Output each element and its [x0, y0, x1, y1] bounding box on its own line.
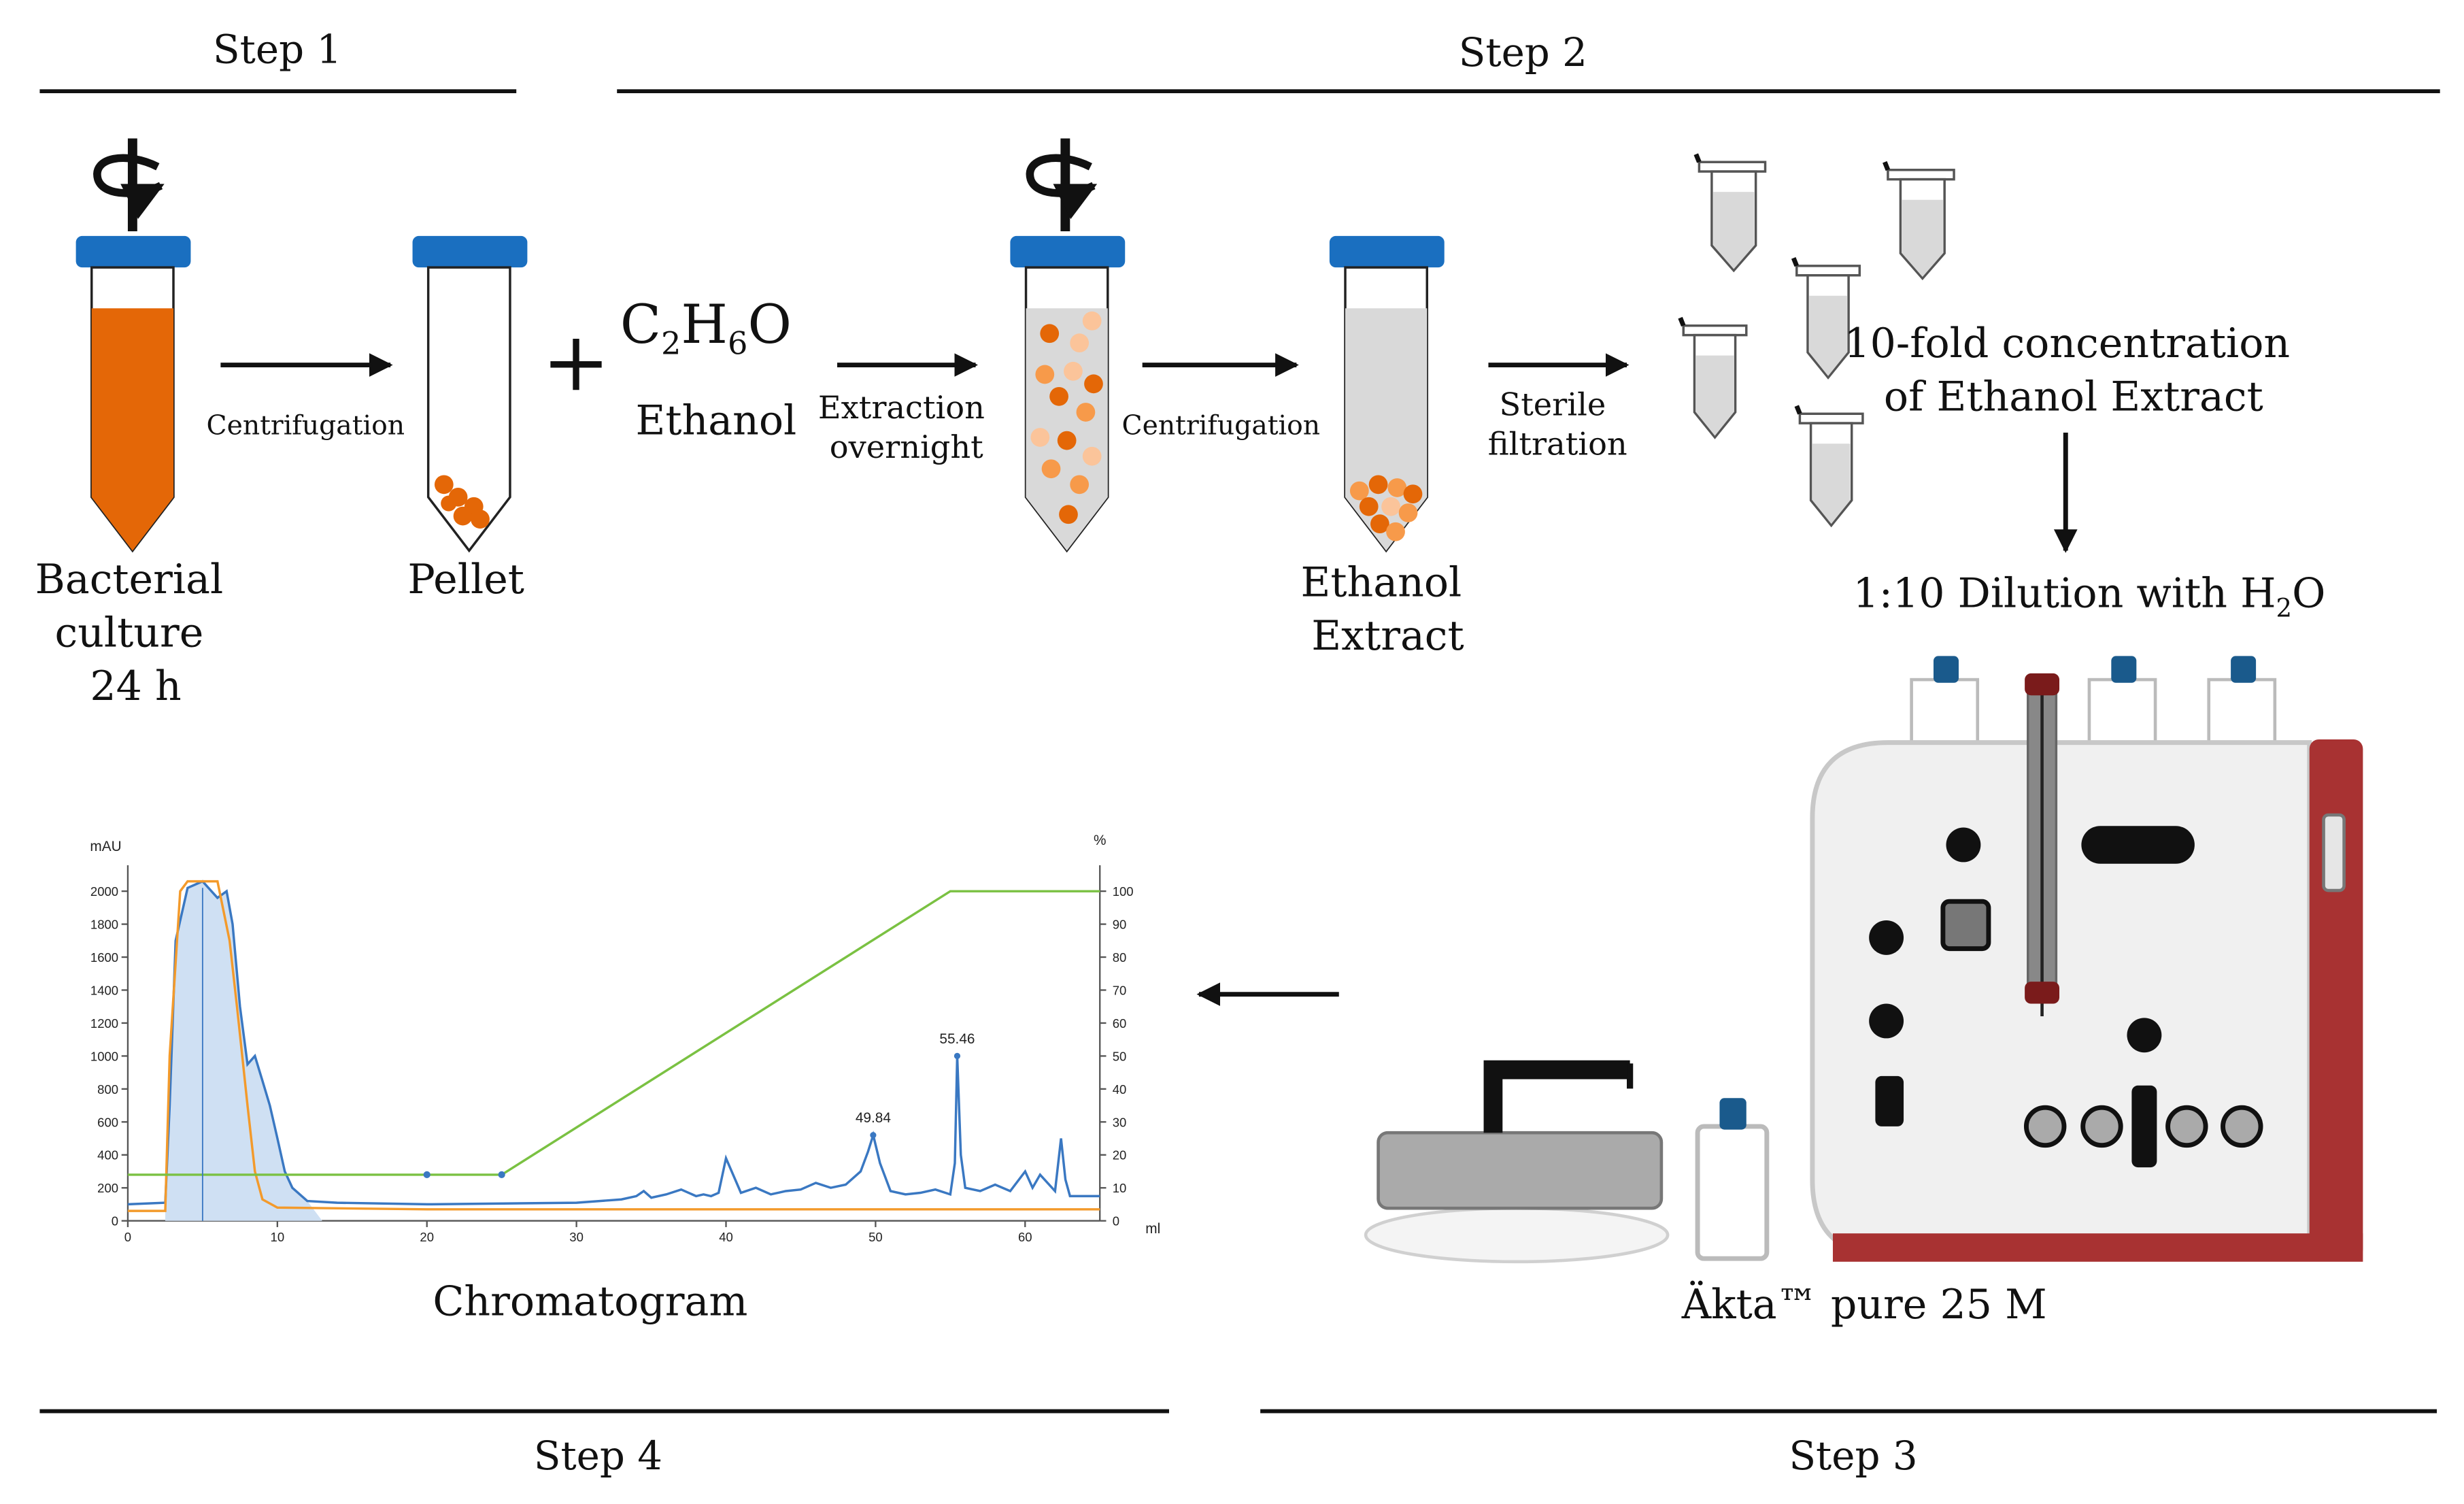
- ethanol-extract-tube: [1329, 235, 1445, 553]
- y-left-tick-label: 1200: [90, 1016, 118, 1031]
- plus-sign: +: [542, 315, 611, 410]
- gradient-marker: [498, 1171, 505, 1178]
- akta-instrument: [1810, 656, 2363, 1262]
- tube-cap: [1010, 235, 1126, 268]
- tube-cap: [1329, 235, 1445, 268]
- tube-cap: [412, 235, 528, 268]
- step1-label: Step 1: [213, 27, 341, 73]
- series-line-orange: [127, 880, 1100, 1212]
- y-right-tick-label: 50: [1113, 1049, 1127, 1063]
- x-tick-label: 40: [719, 1230, 733, 1244]
- akta-label: Äkta™ pure 25 M: [1681, 1281, 2047, 1328]
- y-right-tick-label: 80: [1113, 950, 1127, 965]
- y-right-tick-label: 30: [1113, 1115, 1127, 1129]
- y-left-tick-label: 1800: [90, 918, 118, 932]
- x-tick-label: 30: [569, 1230, 584, 1244]
- y-left-tick-label: 200: [97, 1181, 118, 1195]
- x-tick-label: 60: [1018, 1230, 1032, 1244]
- series-line-green: [127, 890, 1100, 1176]
- y-left-tick-label: 400: [97, 1148, 118, 1163]
- pellet-particles: [1349, 475, 1423, 541]
- y-right-axis-label: %: [1094, 833, 1107, 848]
- pellet-dots: [434, 475, 490, 529]
- peak-label: 55.46: [939, 1031, 975, 1047]
- y-left-axis-label: mAU: [90, 839, 121, 854]
- y-left-tick-label: 1400: [90, 983, 118, 997]
- peak-marker: [870, 1132, 877, 1139]
- fraction-collector: [1364, 1060, 1670, 1264]
- main-peak-fill: [165, 881, 322, 1221]
- small-tube-5: [1794, 405, 1864, 528]
- y-right-tick-label: 0: [1113, 1214, 1119, 1229]
- peak-marker: [953, 1052, 961, 1060]
- dilution-label: 1:10 Dilution with H2O: [1853, 570, 2325, 623]
- gradient-marker: [423, 1171, 431, 1178]
- y-left-tick-label: 800: [97, 1082, 118, 1097]
- ethanol-formula: C2H6O: [620, 293, 792, 361]
- tube-cap: [75, 235, 191, 268]
- concentration-label: 10-fold concentration of Ethanol Extract: [1844, 320, 2303, 421]
- small-tube-3: [1791, 257, 1861, 380]
- extraction-tube: [1010, 235, 1126, 553]
- x-tick-label: 50: [868, 1230, 883, 1244]
- small-tube-2: [1883, 161, 1955, 280]
- peak-label: 49.84: [856, 1110, 891, 1126]
- instrument-base: [1832, 1233, 2363, 1262]
- y-right-tick-label: 60: [1113, 1016, 1127, 1031]
- bacterial-culture-label: Bacterial culture 24 h: [35, 556, 237, 710]
- y-left-tick-label: 0: [112, 1214, 118, 1229]
- pellet-tube: [412, 235, 528, 553]
- ethanol-extract-label: Ethanol Extract: [1301, 559, 1475, 661]
- y-left-tick-label: 1000: [90, 1049, 118, 1063]
- extraction-label: Extraction overnight: [818, 389, 995, 465]
- series-line-blue: [127, 880, 1100, 1206]
- sample-bottle: [1695, 1098, 1770, 1261]
- y-left-tick-label: 2000: [90, 884, 118, 899]
- column: [2025, 673, 2060, 1017]
- x-axis-unit-label: ml: [1145, 1221, 1160, 1237]
- y-left-tick-label: 600: [97, 1115, 118, 1129]
- pellet-label: Pellet: [407, 556, 524, 603]
- x-tick-label: 20: [420, 1230, 434, 1244]
- y-right-tick-label: 40: [1113, 1082, 1127, 1097]
- x-tick-label: 0: [124, 1230, 131, 1244]
- rotation-icon-2: [1026, 138, 1098, 231]
- centrifugation-label-1: Centrifugation: [207, 410, 405, 441]
- centrifugation-label-2: Centrifugation: [1122, 410, 1321, 441]
- chromatogram-label: Chromatogram: [433, 1277, 747, 1325]
- suspended-particles: [1030, 311, 1103, 524]
- instrument-body: [1810, 740, 2312, 1258]
- culture-fill: [91, 308, 174, 551]
- small-tube-1: [1693, 153, 1767, 273]
- small-tube-4: [1678, 316, 1748, 439]
- small-tubes: [1678, 153, 1955, 528]
- y-right-tick-label: 20: [1113, 1148, 1127, 1163]
- step4-label: Step 4: [534, 1433, 662, 1479]
- step3-label: Step 3: [1789, 1433, 1917, 1479]
- y-right-tick-label: 90: [1113, 918, 1127, 932]
- y-right-tick-label: 100: [1113, 884, 1134, 899]
- y-right-tick-label: 70: [1113, 983, 1127, 997]
- step2-label: Step 2: [1459, 29, 1587, 76]
- sterile-filtration-label: Sterile filtration: [1488, 386, 1627, 463]
- y-right-tick-label: 10: [1113, 1181, 1127, 1195]
- ethanol-label: Ethanol: [636, 397, 797, 444]
- x-tick-label: 10: [271, 1230, 285, 1244]
- culture-tube: [75, 235, 191, 553]
- rotation-icon-1: [93, 138, 165, 231]
- y-left-tick-label: 1600: [90, 950, 118, 965]
